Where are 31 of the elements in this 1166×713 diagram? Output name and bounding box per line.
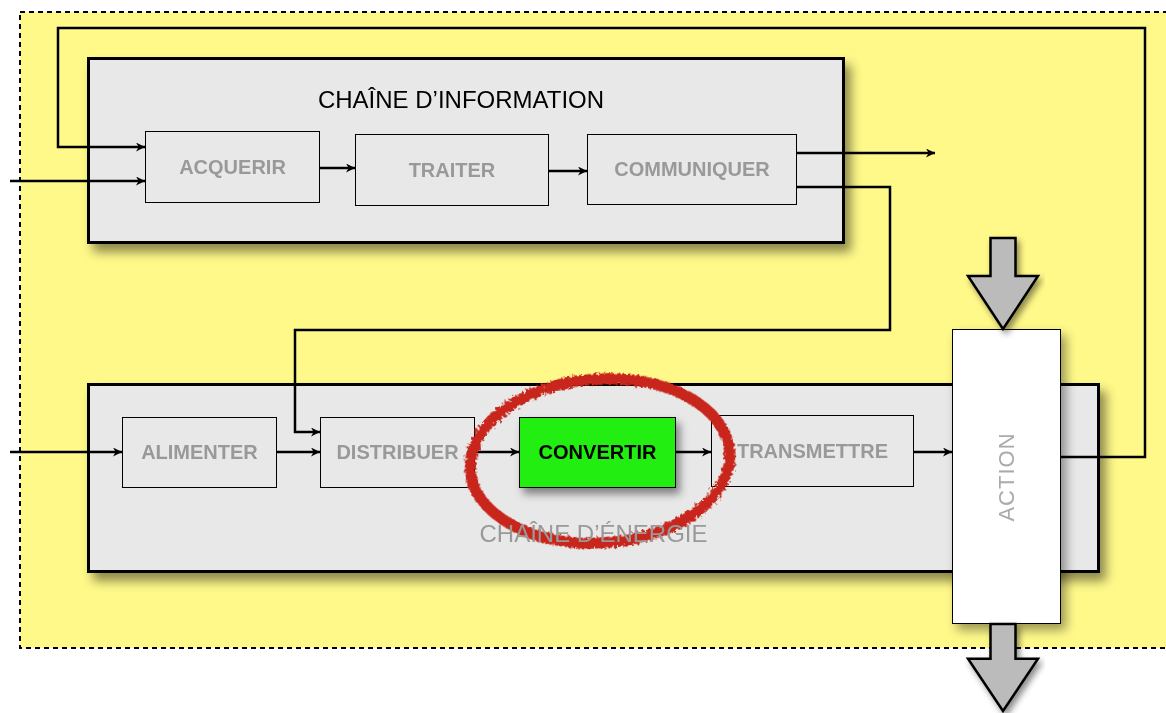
arrow — [475, 447, 519, 457]
function-box — [711, 415, 914, 487]
function-label: COMMUNIQUER — [614, 158, 770, 181]
arrow — [56, 26, 1147, 459]
arrow — [320, 163, 355, 173]
chain-title: CHAÎNE D’INFORMATION — [316, 86, 606, 114]
block-arrow — [965, 236, 1041, 332]
arrow — [676, 447, 711, 457]
function-box — [320, 417, 475, 488]
function-box — [587, 134, 797, 205]
highlighted-function-box — [519, 417, 676, 488]
function-label: TRANSMETTRE — [736, 439, 889, 463]
function-label: TRAITER — [408, 158, 496, 182]
arrow — [293, 185, 892, 437]
arrow — [549, 166, 587, 176]
action-label: ACTION — [993, 431, 1020, 522]
function-label: ACQUERIR — [179, 155, 286, 179]
function-label: ALIMENTER — [141, 441, 258, 464]
arrow — [10, 447, 122, 457]
arrow — [797, 148, 935, 158]
arrow — [10, 176, 145, 186]
function-box — [122, 417, 277, 488]
function-label: CONVERTIR — [538, 441, 657, 464]
arrow — [277, 447, 320, 457]
function-box — [355, 134, 549, 206]
block-arrow — [965, 622, 1041, 713]
action-box — [952, 329, 1061, 624]
chain-panel — [87, 57, 845, 244]
function-label: DISTRIBUER — [336, 441, 459, 464]
arrow — [914, 447, 952, 457]
function-box — [145, 131, 320, 203]
